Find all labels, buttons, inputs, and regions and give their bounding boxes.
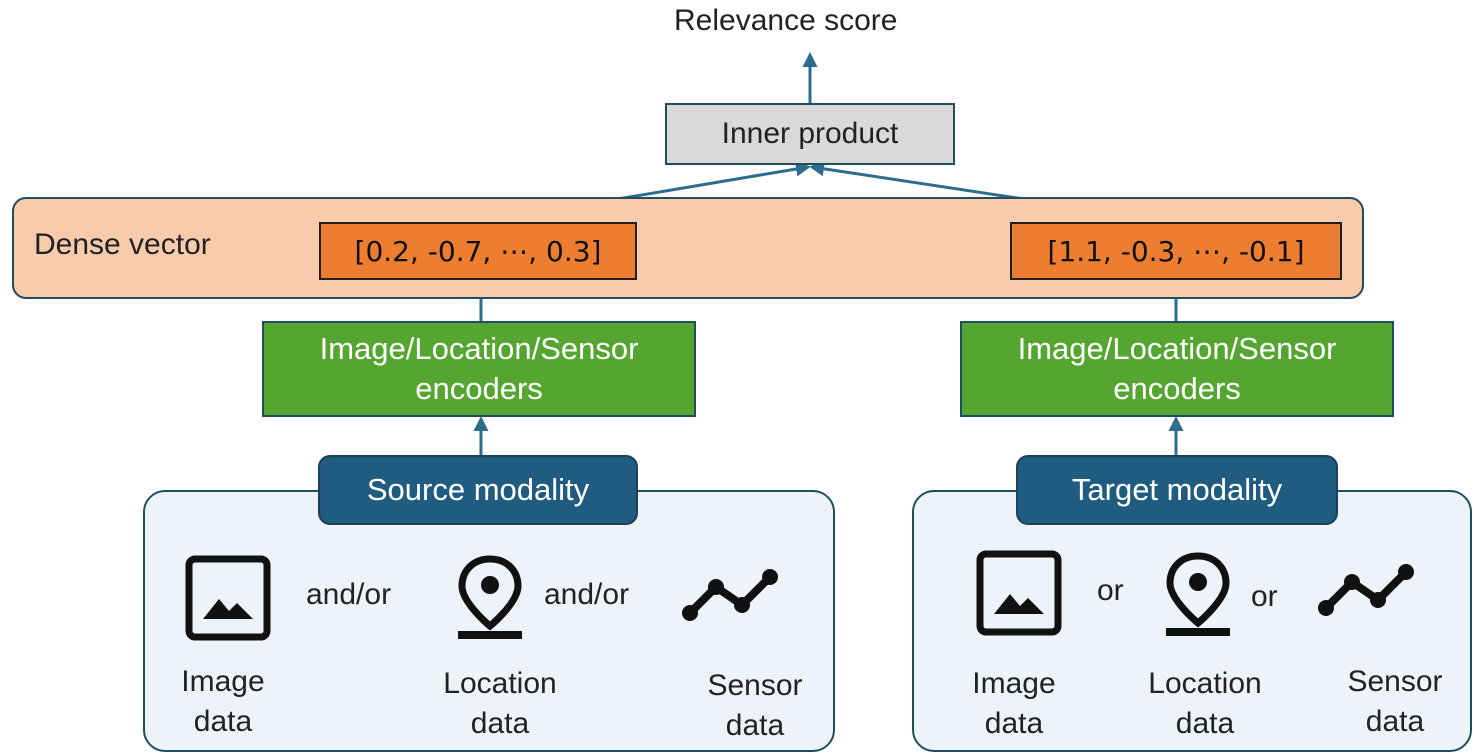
target-modality-label: Target modality — [1071, 472, 1283, 507]
source-connector-1: and/or — [306, 578, 392, 611]
source-image-caption: Image data — [163, 662, 283, 742]
relevance-score-label: Relevance score — [674, 4, 898, 37]
target-encoder-line1: Image/Location/Sensor — [1017, 331, 1337, 366]
inner-product-label: Inner product — [721, 117, 899, 150]
location-pin-icon — [458, 555, 522, 639]
source-encoder-box: Image/Location/Sensor encoders — [262, 321, 696, 417]
target-location-caption-line2: data — [1175, 707, 1235, 740]
target-image-caption: Image data — [954, 664, 1074, 744]
source-encoder-line2: encoders — [415, 371, 543, 406]
source-location-caption-line1: Location — [443, 667, 557, 700]
target-encoder-line2: encoders — [1113, 371, 1241, 406]
image-icon — [976, 550, 1062, 636]
target-sensor-caption-line2: data — [1365, 705, 1425, 738]
source-image-caption-line1: Image — [181, 665, 265, 698]
dense-vector-label: Dense vector — [34, 228, 211, 261]
source-vector-text: [0.2, -0.7, ⋯, 0.3] — [354, 234, 602, 268]
target-vector-text: [1.1, -0.3, ⋯, -0.1] — [1047, 234, 1305, 268]
target-connector-2: or — [1251, 580, 1278, 613]
source-dense-vector: [0.2, -0.7, ⋯, 0.3] — [319, 222, 637, 280]
target-image-caption-line1: Image — [972, 667, 1056, 700]
source-sensor-caption-line2: data — [725, 709, 785, 742]
target-dense-vector: [1.1, -0.3, ⋯, -0.1] — [1010, 222, 1342, 280]
source-image-caption-line2: data — [193, 705, 253, 738]
source-location-caption: Location data — [420, 664, 580, 744]
location-pin-icon — [1166, 552, 1230, 636]
source-connector-2: and/or — [544, 578, 630, 611]
target-location-caption-line1: Location — [1148, 667, 1262, 700]
source-modality-label: Source modality — [366, 472, 590, 507]
target-modality-header: Target modality — [1016, 455, 1338, 525]
source-encoder-line1: Image/Location/Sensor — [319, 331, 639, 366]
source-modality-header: Source modality — [318, 455, 638, 525]
target-location-caption: Location data — [1125, 664, 1285, 744]
source-sensor-caption-line1: Sensor — [707, 669, 803, 702]
image-icon — [185, 555, 271, 641]
target-image-caption-line2: data — [984, 707, 1044, 740]
source-location-caption-line2: data — [470, 707, 530, 740]
sensor-line-icon — [1318, 564, 1414, 616]
target-sensor-caption: Sensor data — [1330, 662, 1460, 742]
target-connector-1: or — [1097, 574, 1124, 607]
inner-product-box: Inner product — [665, 103, 955, 165]
source-sensor-caption: Sensor data — [690, 666, 820, 746]
target-sensor-caption-line1: Sensor — [1347, 665, 1443, 698]
target-encoder-box: Image/Location/Sensor encoders — [960, 321, 1394, 417]
sensor-line-icon — [682, 569, 778, 621]
